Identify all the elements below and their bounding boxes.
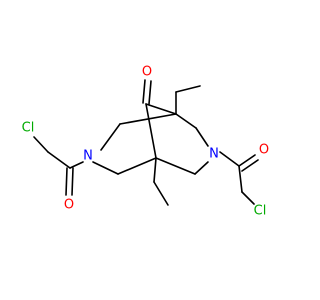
bond-ring-left-2 [100, 123, 121, 151]
bond-ethyl-bottom-1 [153, 157, 157, 183]
bond-right-co-2 [241, 159, 259, 172]
bond-ring-left-3 [92, 161, 119, 175]
bond-ring-right-3 [194, 161, 209, 175]
bond-left-ch2-cl [33, 136, 49, 153]
bond-left-co-1 [65, 167, 68, 196]
molecule-structure: O N N O O Cl Cl [22, 65, 269, 219]
atom-nitrogen-right: N [209, 147, 219, 162]
bond-ethyl-bottom-2 [153, 181, 169, 206]
atom-chlorine-right: Cl [254, 204, 267, 219]
atom-label-layer: O N N O O Cl Cl [22, 65, 269, 219]
bond-ring-right-1 [175, 113, 197, 129]
bond-ring-right-2 [195, 127, 209, 147]
molecule-canvas: O N N O O Cl Cl [21, 64, 270, 219]
atom-oxygen-amide-right: O [259, 143, 269, 158]
bond-layer [33, 79, 259, 206]
atom-ketone-oxygen: O [142, 65, 152, 80]
bond-left-carbonyl-ch2 [47, 151, 71, 169]
bond-right-co-1 [238, 154, 256, 167]
bond-ring-left-4 [117, 157, 157, 175]
bond-right-ch2-cl [241, 191, 255, 205]
bond-ring-right-4 [155, 157, 196, 175]
atom-nitrogen-left: N [83, 149, 93, 164]
bond-left-n-carbonyl [69, 161, 84, 169]
atom-chlorine-left: Cl [22, 121, 35, 136]
atom-oxygen-amide-left: O [64, 198, 74, 213]
bond-ketone-co-1 [142, 79, 146, 104]
bond-ethyl-top-2 [175, 85, 201, 93]
bond-left-co-2 [71, 167, 74, 196]
bond-bridge-left [145, 103, 157, 159]
bond-ketone-co-2 [148, 80, 152, 105]
bond-right-n-carbonyl [219, 151, 240, 167]
bond-bridge-right [145, 103, 177, 115]
bond-right-carbonyl-ch2 [238, 165, 243, 193]
bond-ring-left-1 [119, 113, 177, 125]
